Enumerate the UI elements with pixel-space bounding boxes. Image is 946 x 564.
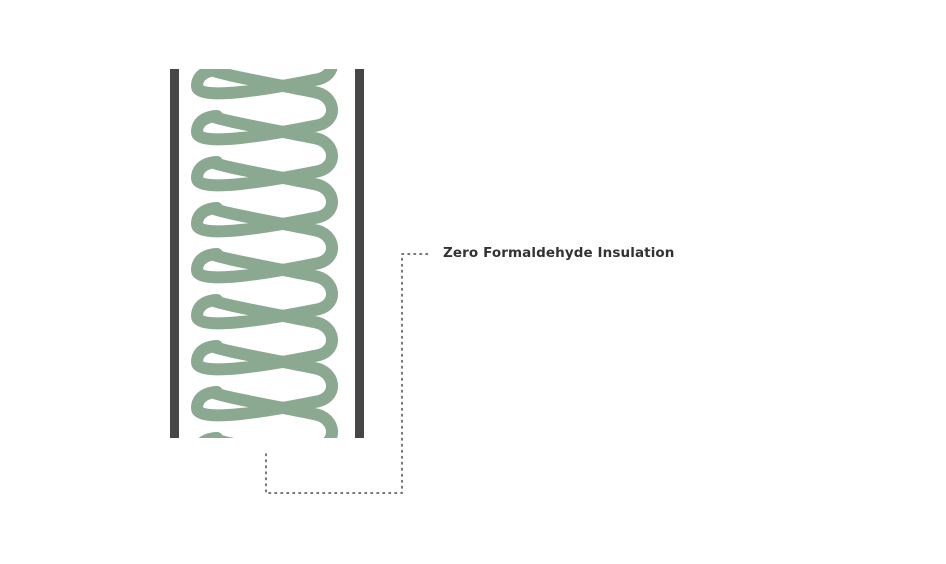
callout-leader-line bbox=[265, 253, 433, 494]
wall-left-stud bbox=[170, 69, 179, 438]
insulation-batt bbox=[191, 69, 338, 438]
insulation-loops bbox=[191, 69, 338, 438]
wall-right-stud bbox=[355, 69, 364, 438]
callout-label: Zero Formaldehyde Insulation bbox=[443, 245, 675, 261]
